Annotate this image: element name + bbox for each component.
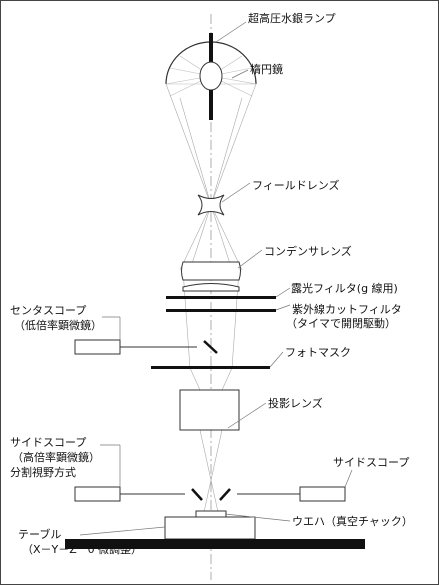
- centering-scope-body: [74, 339, 121, 355]
- projection-lens: [179, 389, 240, 431]
- wafer: [195, 510, 227, 518]
- side-scope-right-body: [299, 486, 346, 502]
- table-base: [65, 539, 365, 549]
- condenser-lens: [181, 261, 241, 292]
- label-side-scope-right: サイドスコープ: [333, 456, 409, 469]
- label-lamp: 超高圧水銀ランプ: [248, 11, 336, 25]
- side-scope-left-body: [74, 486, 121, 502]
- label-table: テーブル: [18, 527, 61, 541]
- label-uv-cut-filter: 紫外線カットフィルタ: [292, 302, 402, 316]
- photomask: [151, 366, 270, 369]
- label-side-scope-left-method: 分割視野方式: [10, 465, 76, 479]
- label-exposure-filter: 露光フィルタ(g 線用): [291, 281, 398, 295]
- label-uv-cut-filter-note: （タイマで開閉駆動）: [286, 316, 396, 330]
- label-centering-scope: センタスコープ: [10, 304, 86, 317]
- exposure-filter: [166, 296, 276, 299]
- side-scope-right-mirror: [219, 488, 231, 501]
- leader-lines: [79, 21, 353, 536]
- uv-cut-filter: [166, 309, 276, 312]
- label-wafer: ウエハ（真空チャック）: [292, 514, 413, 528]
- label-ellipsoid-mirror: 楕円鏡: [250, 62, 283, 76]
- side-scope-left-mirror: [191, 488, 203, 501]
- centering-scope-mirror: [203, 340, 218, 354]
- mercury-lamp: [199, 33, 223, 120]
- table-chuck: [164, 516, 256, 540]
- field-lens: [197, 194, 225, 216]
- label-table-note: （X－Y－Z θ 微調整）: [22, 542, 142, 556]
- label-condenser-lens: コンデンサレンズ: [264, 244, 352, 258]
- label-side-scope-left-note: （高倍率顕微鏡）: [12, 450, 100, 464]
- label-centering-scope-note: （低倍率顕微鏡）: [14, 318, 102, 332]
- light-rays: [165, 83, 257, 513]
- label-projection-lens: 投影レンズ: [268, 396, 323, 410]
- label-field-lens: フィールドレンズ: [252, 178, 340, 192]
- label-photomask: フォトマスク: [285, 346, 351, 359]
- label-side-scope-left: サイドスコープ: [10, 436, 86, 449]
